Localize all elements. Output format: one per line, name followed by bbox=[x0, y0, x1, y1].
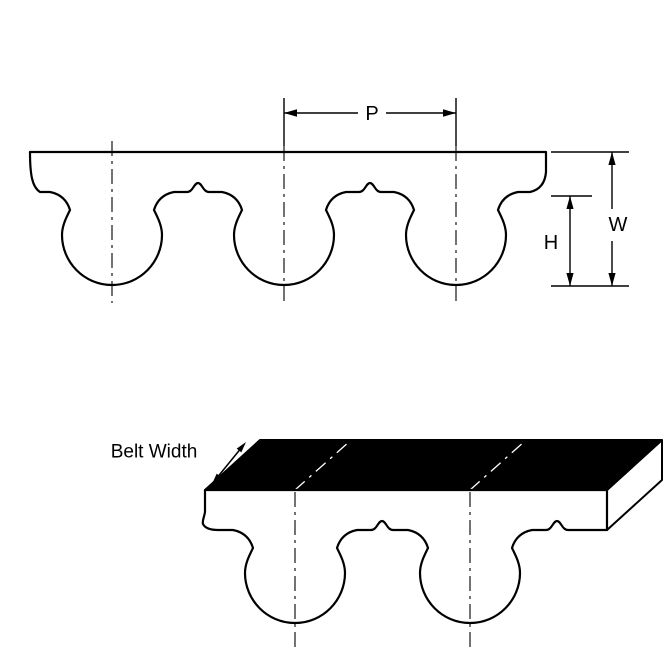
w-arrowhead-bottom bbox=[608, 273, 616, 286]
belt-width-annotation: Belt Width bbox=[111, 442, 246, 484]
h-arrowhead-bottom bbox=[566, 273, 574, 286]
profile-view: P W H bbox=[28, 98, 629, 303]
belt-profile-outline bbox=[28, 150, 548, 287]
pitch-dimension: P bbox=[283, 98, 457, 146]
height-h-dimension: H bbox=[544, 195, 592, 286]
pitch-arrowhead-right bbox=[443, 109, 456, 117]
width-w-dimension: W bbox=[551, 151, 629, 287]
pitch-label: P bbox=[365, 103, 378, 125]
w-arrowhead-top bbox=[608, 152, 616, 165]
h-arrowhead-top bbox=[566, 196, 574, 209]
w-label: W bbox=[609, 214, 628, 236]
top-face-centerline-1 bbox=[294, 440, 351, 491]
iso-view: Belt Width bbox=[111, 439, 663, 648]
belt-width-arrowhead-lower bbox=[212, 473, 222, 484]
top-face-centerline-2 bbox=[469, 440, 526, 491]
belt-top-face bbox=[204, 439, 663, 491]
belt-width-arrowhead-upper bbox=[236, 442, 246, 453]
h-label: H bbox=[544, 232, 558, 254]
belt-front-profile bbox=[201, 488, 609, 625]
pitch-arrowhead-left bbox=[284, 109, 297, 117]
belt-width-label: Belt Width bbox=[111, 442, 198, 463]
belt-width-arrow-line bbox=[215, 446, 243, 480]
